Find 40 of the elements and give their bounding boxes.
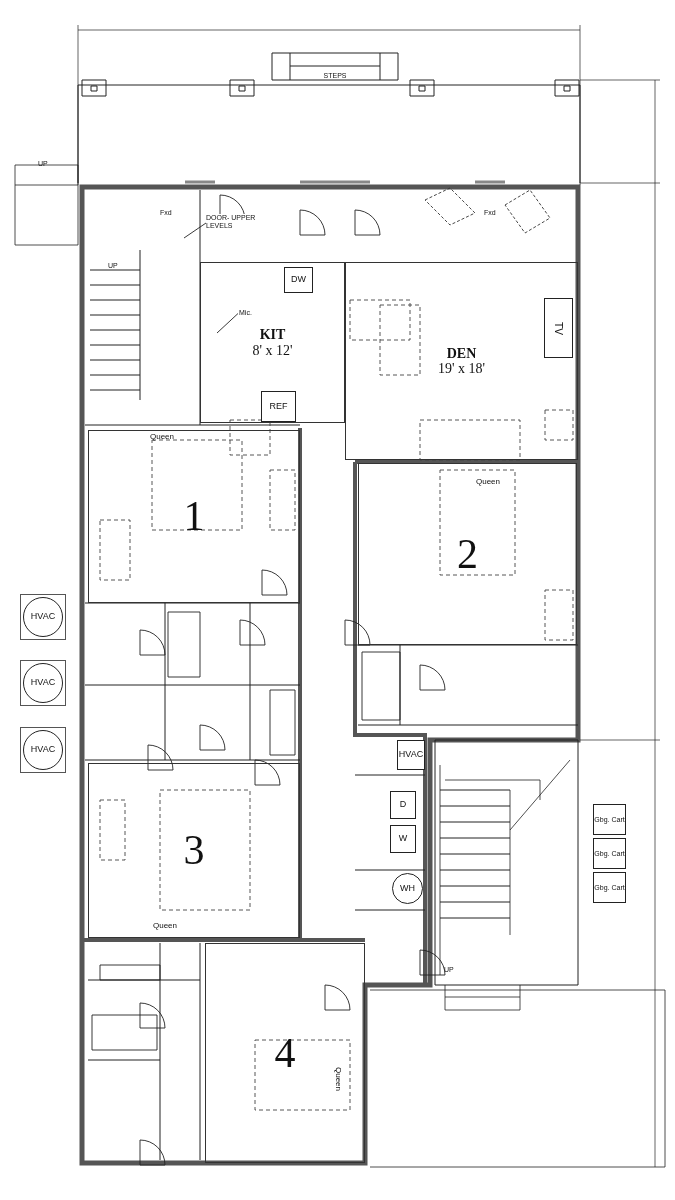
room-name: KIT — [259, 327, 286, 343]
appliance-box — [390, 791, 416, 819]
appliance-label: WH — [400, 883, 415, 894]
room-number: 3 — [183, 827, 205, 874]
room-dimension: 19' x 18' — [437, 361, 485, 377]
appliance-box — [390, 825, 416, 853]
room-outline — [200, 262, 345, 423]
bedroom-outline — [205, 943, 365, 1163]
hvac-label: HVAC — [23, 597, 63, 637]
appliance-label: REF — [269, 401, 288, 412]
appliance-box — [397, 740, 425, 770]
bedroom-outline — [88, 763, 300, 938]
bedroom-outline — [88, 430, 300, 603]
appliance-label: HVAC — [398, 750, 424, 760]
hvac-label: HVAC — [23, 730, 63, 770]
tv-label: TV — [553, 321, 564, 335]
bedroom-outline — [358, 463, 577, 645]
room-name: DEN — [446, 345, 477, 361]
room-number: 4 — [274, 1029, 296, 1077]
bed-label: Queen — [153, 922, 178, 930]
water-heater-symbol — [392, 873, 423, 904]
garbage-cart-box — [593, 872, 626, 903]
room-number: 1 — [183, 493, 205, 540]
bed-label: Queen — [476, 478, 501, 486]
leader-line — [216, 313, 239, 334]
appliance-box — [261, 391, 296, 422]
room-outline — [345, 262, 578, 460]
appliance-box — [284, 267, 313, 293]
room-dimension: 8' x 12' — [252, 342, 293, 358]
bed-label: Queen — [150, 433, 175, 441]
appliance-label: W — [398, 834, 408, 844]
tv-box — [544, 298, 573, 358]
garbage-cart-box — [593, 838, 626, 869]
hvac-label: HVAC — [23, 663, 63, 703]
leader-line — [183, 222, 207, 239]
appliance-label: D — [399, 800, 407, 810]
bed-label: Queen — [334, 1067, 342, 1091]
appliance-label: DW — [291, 275, 306, 285]
garbage-cart-box — [593, 804, 626, 835]
room-number: 2 — [457, 530, 478, 578]
